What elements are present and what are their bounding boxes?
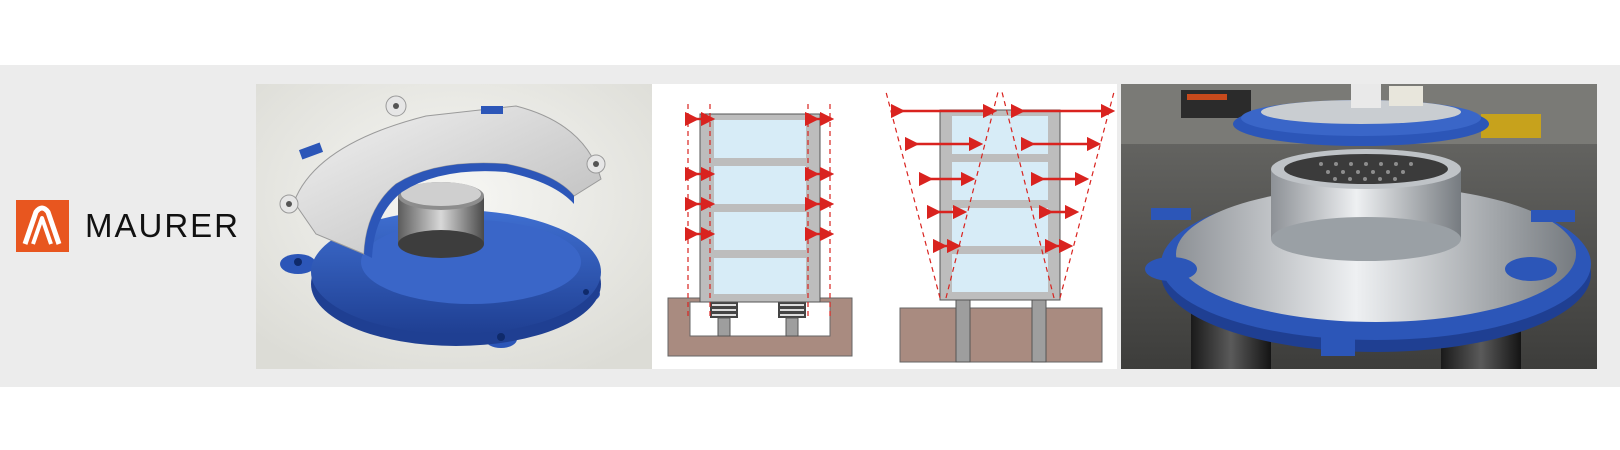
maurer-logo-icon [16,200,69,252]
isolator-photo-panel [1121,84,1597,369]
brand-logo: MAURER [16,200,240,252]
fixed-base-building-diagram-icon [885,91,1116,363]
fixed-base-building-diagram-panel [868,84,1117,369]
isolator-cutaway-render-icon [256,84,652,369]
isolator-render-panel [256,84,652,369]
isolator-bearing-photo-icon [1121,84,1597,369]
isolated-building-diagram-icon [667,104,853,357]
brand-name: MAURER [85,207,241,244]
isolated-building-diagram-panel [652,84,868,369]
